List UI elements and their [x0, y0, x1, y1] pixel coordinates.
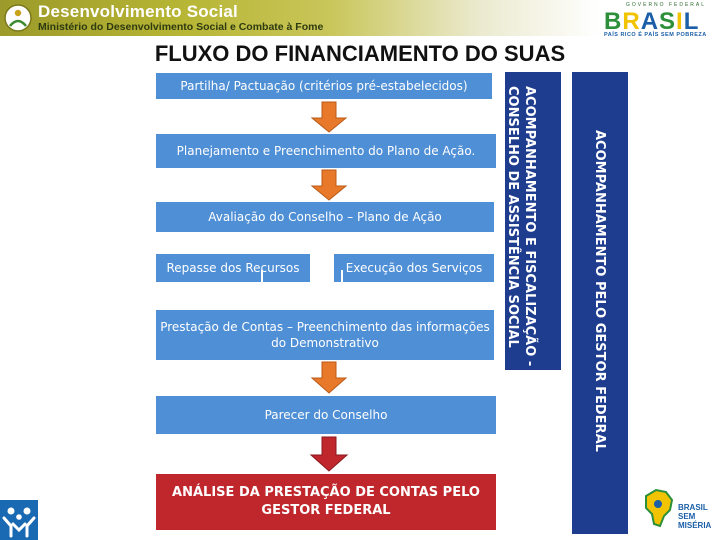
page-title: FLUXO DO FINANCIAMENTO DO SUAS — [154, 41, 566, 66]
br-logo-line2: SEM — [678, 512, 696, 521]
sidebar-federal-label: ACOMPANHAMENTO PELO GESTOR FEDERAL — [592, 130, 607, 452]
gov-letter: S — [659, 8, 677, 35]
header-subtitle: Ministério do Desenvolvimento Social e C… — [38, 21, 324, 33]
sidebar-federal — [572, 72, 628, 534]
step-planejamento-label: Planejamento e Preenchimento do Plano de… — [176, 143, 476, 158]
brazil-map-icon — [645, 488, 674, 528]
br-logo-line1: BRASIL — [678, 503, 708, 512]
arrow-down-icon — [310, 361, 348, 394]
step-repasse-label: Repasse dos Recursos — [166, 260, 300, 275]
arrow-down-red-icon — [309, 436, 349, 472]
step-prestacao: Prestação de Contas – Preenchimento das … — [156, 310, 494, 360]
arrow-down-icon — [310, 101, 348, 133]
step-parecer-label: Parecer do Conselho — [264, 407, 388, 422]
step-partilha: Partilha/ Pactuação (critérios pré-estab… — [156, 73, 492, 99]
header-band — [0, 0, 600, 36]
bracket-connector — [261, 270, 343, 295]
step-partilha-label: Partilha/ Pactuação (critérios pré-estab… — [180, 78, 468, 93]
government-logo: GOVERNO FEDERAL BRASIL PAÍS RICO É PAÍS … — [598, 2, 714, 38]
sidebar-council-line2: CONSELHO DE ASSISTÊNCIA SOCIAL — [505, 86, 520, 348]
gov-letter: L — [683, 8, 700, 35]
gov-logo-tagline: PAÍS RICO É PAÍS SEM POBREZA — [604, 32, 707, 38]
gov-letter: B — [604, 8, 623, 35]
arrow-down-icon — [310, 169, 348, 201]
step-avaliacao: Avaliação do Conselho – Plano de Ação — [156, 202, 494, 232]
step-planejamento: Planejamento e Preenchimento do Plano de… — [156, 134, 496, 168]
step-parecer: Parecer do Conselho — [156, 396, 496, 434]
br-logo-line3: MISÉRIA — [678, 521, 712, 530]
family-icon — [2, 507, 36, 538]
gov-logo-top: GOVERNO FEDERAL — [626, 2, 707, 8]
brasil-sem-miseria-logo: BRASIL SEM MISÉRIA — [640, 476, 720, 540]
header-title: Desenvolvimento Social — [38, 2, 238, 21]
step-repasse: Repasse dos Recursos — [156, 254, 310, 282]
step-analise: ANÁLISE DA PRESTAÇÃO DE CONTAS PELO GEST… — [156, 474, 496, 530]
gov-letter: R — [622, 8, 641, 35]
step-execucao-label: Execução dos Serviços — [345, 260, 483, 275]
header-banner: Desenvolvimento Social Ministério do Des… — [0, 0, 720, 40]
sidebar-council-line1: ACOMPANHAMENTO E FISCALIZAÇÃO - — [522, 86, 537, 367]
step-analise-label: ANÁLISE DA PRESTAÇÃO DE CONTAS PELO GEST… — [172, 485, 480, 518]
ministry-logo-icon — [4, 4, 32, 32]
step-avaliacao-label: Avaliação do Conselho – Plano de Ação — [208, 209, 442, 224]
suas-logo — [0, 500, 38, 540]
gov-logo-brasil: BRASIL — [604, 8, 699, 36]
sidebar-council — [505, 72, 561, 370]
step-execucao: Execução dos Serviços — [334, 254, 494, 282]
gov-letter: I — [676, 8, 684, 35]
step-prestacao-label: Prestação de Contas – Preenchimento das … — [160, 319, 490, 350]
gov-letter: A — [640, 8, 660, 35]
